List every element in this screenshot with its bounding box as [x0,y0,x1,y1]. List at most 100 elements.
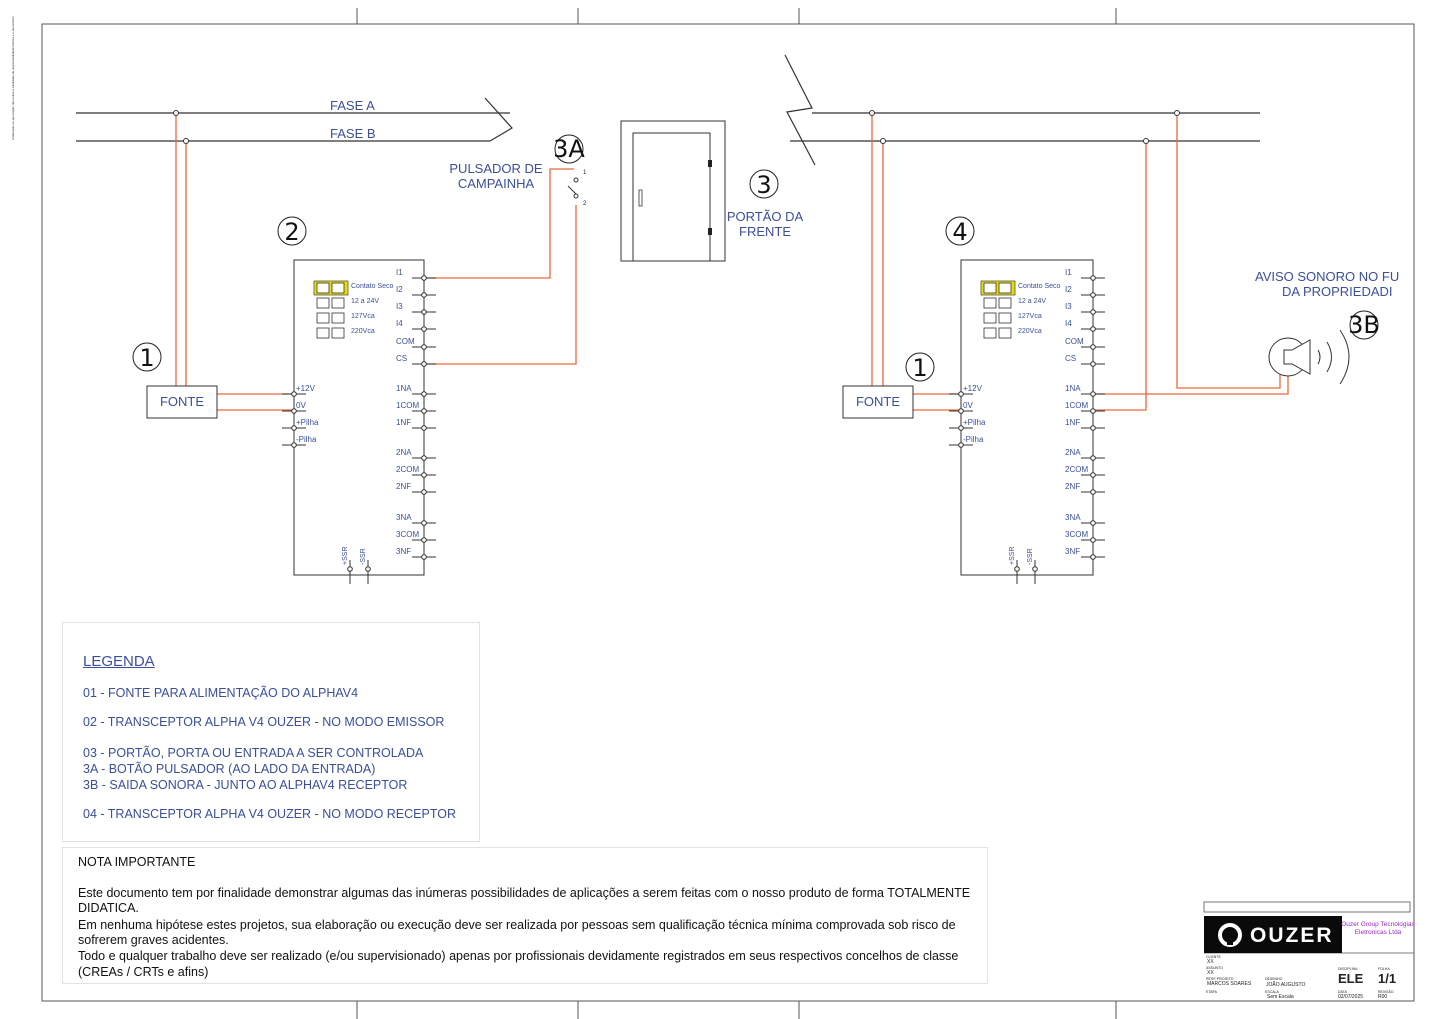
right-pins: I1I2I3I4COMCS1NA1COM1NF2NA2COM2NF3NA3COM… [1065,268,1105,560]
dip-label: Contato Seco [351,283,394,290]
marker-3b [1349,310,1379,340]
pin-terminal [421,537,427,543]
tb-cliente-value: XX [1207,959,1214,965]
pin-terminal [1090,489,1096,495]
pin-label: 1NF [1065,418,1080,427]
ouzer-logo-icon [1218,923,1242,947]
pin-label: 1COM [396,401,419,410]
bottom-pins: +SSR-SSR [1009,547,1038,584]
pin-label: I4 [396,319,403,328]
marker-3a [554,134,584,164]
marker-2 [277,216,307,246]
pin-label: CS [1065,354,1076,363]
module-receiver: Contato Seco 12 a 24V 127Vca 220Vca I1I2… [949,259,1105,584]
marker-3 [749,169,779,199]
pin-terminal [1090,554,1096,560]
pin-terminal [1090,472,1096,478]
pin-terminal [421,344,427,350]
pin-label: I2 [1065,285,1072,294]
pin-label: I3 [396,302,403,311]
tb-assunto-value: XX [1207,970,1214,976]
pin-terminal [421,520,427,526]
pulsador-label: PULSADOR DE [449,161,543,176]
tb-etapa-label: ETAPA [1206,990,1218,994]
switch-pin-2: 2 [583,201,587,207]
dip-switch-block [980,280,1016,339]
dip-label: 127Vca [1018,313,1042,320]
tb-cliente-label: CLIENTE [1206,955,1221,959]
pin-label: 1NA [396,384,412,393]
pin-label: 2COM [396,465,419,474]
note-line: DIDATICA. [78,901,139,915]
pin-label: I2 [396,285,403,294]
tb-resp-label: RESP. PROJETO [1206,977,1234,981]
tb-revisao-label: REVISÃO [1378,989,1394,994]
note-line: sofrerem graves acidentes. [78,933,229,947]
pin-terminal [347,566,353,572]
tb-data-value: 02/07/2025 [1338,994,1363,1000]
marker-4 [945,216,975,246]
pin-terminal [958,391,964,397]
tb-folha-label: FOLHA [1378,967,1390,971]
pin-terminal [421,408,427,414]
wires-left [175,113,577,411]
pin-label: 0V [296,401,306,410]
legend-item: 01 - FONTE PARA ALIMENTAÇÃO DO ALPHAV4 [83,686,359,700]
tb-assunto-label: ASSUNTO [1206,966,1223,970]
tb-disciplina-value: ELE [1338,971,1364,986]
pin-terminal [421,292,427,298]
pin-label: 1NF [396,418,411,427]
pin-terminal [291,391,297,397]
pin-label: 2NF [396,482,411,491]
pin-terminal [1032,566,1038,572]
fonte-label-right: FONTE [856,394,900,409]
pin-terminal [1090,408,1096,414]
pin-terminal [291,442,297,448]
pin-label: I1 [396,268,403,277]
marker-3-text: 3 [756,171,771,199]
pulsador-label: CAMPAINHA [458,176,535,191]
pin-terminal [1090,391,1096,397]
pin-terminal [421,361,427,367]
pin-terminal [421,275,427,281]
note-line: Em nenhuma hipótese estes projetos, sua … [78,918,956,932]
pin-label: 2NA [396,448,412,457]
pin-terminal [1090,537,1096,543]
fonte-box-left [146,385,218,419]
legend-title: LEGENDA [83,653,155,670]
pin-label: 3NF [396,547,411,556]
dip-switch-block [313,280,349,339]
important-note-box: NOTA IMPORTANTE Este documento tem por f… [62,847,988,984]
legend-item: 02 - TRANSCEPTOR ALPHA V4 OUZER - NO MOD… [83,715,445,729]
tb-revisao-value: R00 [1378,994,1387,1000]
pin-terminal [291,408,297,414]
tb-escala-label: ESCALA [1265,990,1279,994]
marker-2-text: 2 [284,218,299,246]
note-title: NOTA IMPORTANTE [78,855,196,869]
drawing-frame [41,8,1415,1019]
speaker-icon [1268,329,1350,385]
phase-lines-left [76,97,513,142]
aviso-label: AVISO SONORO NO FU [1255,269,1399,284]
bottom-pins: +SSR-SSR [342,547,371,584]
marker-3a-text: 3A [553,135,585,163]
marker-3b-text: 3B [1348,311,1380,339]
tb-desenho-value: JOÃO AUGUSTO [1266,981,1305,988]
pin-terminal [421,425,427,431]
pin-label: +12V [296,384,316,393]
pin-label: 3NA [1065,513,1081,522]
pin-label: -Pilha [963,435,984,444]
pin-label: +Pilha [296,418,319,427]
wires-right [871,113,1289,411]
pin-terminal [1090,326,1096,332]
pin-label: 2NF [1065,482,1080,491]
legend-item: 3B - SAIDA SONORA - JUNTO AO ALPHAV4 REC… [83,778,408,792]
right-pins: I1I2I3I4COMCS1NA1COM1NF2NA2COM2NF3NA3COM… [396,268,436,560]
note-line: (CREAs / CRTs e afins) [78,965,209,979]
tb-folha-value: 1/1 [1378,971,1396,986]
pin-terminal [1090,292,1096,298]
company-name: Eletronicas Ltda [1355,929,1402,936]
pin-terminal [1090,361,1096,367]
pin-label: 3COM [396,530,419,539]
